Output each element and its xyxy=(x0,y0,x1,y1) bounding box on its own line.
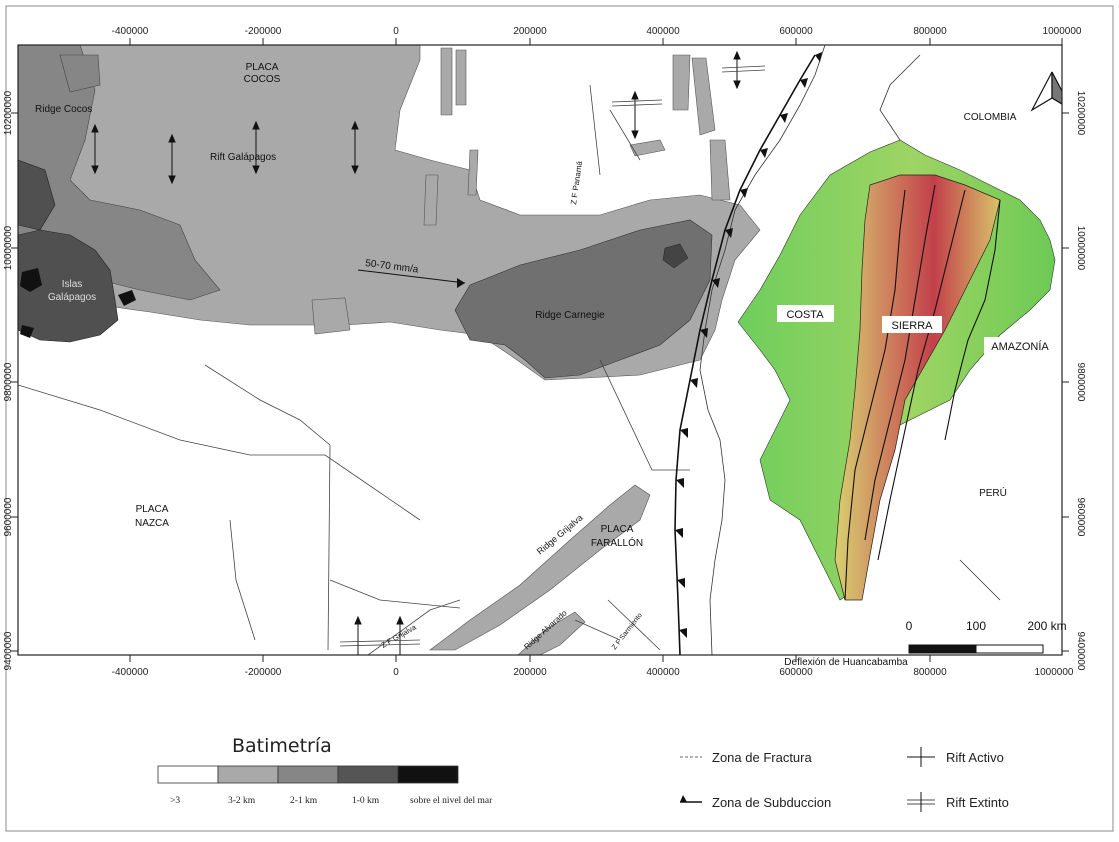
subduction-teeth xyxy=(675,52,822,638)
label-placa-farallon-1: PLACA xyxy=(601,524,634,535)
top-x-tick-label: -200000 xyxy=(245,26,282,37)
ridge-carnegie-region xyxy=(454,219,713,379)
batimetria-swatch xyxy=(157,765,219,784)
right-y-tick-label: 9600000 xyxy=(1075,498,1086,537)
left-y-tick-label: 9600000 xyxy=(3,497,14,536)
plate-velocity-arrow xyxy=(357,269,466,288)
left-y-tick-label: 10200000 xyxy=(3,90,14,135)
label-galapagos: Galápagos xyxy=(48,292,96,303)
batimetria-class-label: 3-2 km xyxy=(228,796,256,806)
legend-rift-extinto: Rift Extinto xyxy=(946,795,1009,810)
batimetria-class-label: sobre el nivel del mar xyxy=(410,796,493,806)
batimetria-class-label: >3 xyxy=(170,796,181,806)
scale-label-200: 200 km xyxy=(1027,619,1066,633)
label-amazonia: AMAZONÍA xyxy=(991,340,1049,353)
axis-ticks xyxy=(11,38,1069,662)
andes-sierra-region xyxy=(834,174,1001,601)
figure-border xyxy=(5,5,1114,832)
label-placa-cocos-2: COCOS xyxy=(244,74,281,85)
label-colombia: COLOMBIA xyxy=(964,112,1017,123)
label-peru: PERÚ xyxy=(979,486,1007,499)
label-placa-nazca-1: PLACA xyxy=(136,504,169,515)
bottom-x-tick-label: -200000 xyxy=(245,667,282,678)
legend-rift-activo: Rift Activo xyxy=(946,750,1004,765)
left-y-tick-label: 9400000 xyxy=(3,631,14,670)
label-rift-galapagos: Rift Galápagos xyxy=(210,152,276,163)
ridge-grijalva xyxy=(429,484,651,651)
map-area xyxy=(18,45,1062,655)
label-ridge-carnegie: Ridge Carnegie xyxy=(535,310,605,321)
label-placa-nazca-2: NAZCA xyxy=(135,518,169,529)
bottom-x-tick-label: 600000 xyxy=(779,667,813,678)
batimetria-legend-bar xyxy=(157,765,459,784)
legend-zona-fractura: Zona de Fractura xyxy=(712,750,812,765)
legend-symbols xyxy=(680,747,935,812)
left-y-axis-labels: 10200000 10000000 9800000 9600000 9400000 xyxy=(3,90,14,670)
right-y-axis-labels: 10200000 10000000 9800000 9600000 9400000 xyxy=(1075,91,1086,671)
scale-label-100: 100 xyxy=(966,619,986,633)
bottom-x-tick-label: 0 xyxy=(393,667,399,678)
label-sierra: SIERRA xyxy=(892,320,934,332)
rift-symbols xyxy=(91,50,741,655)
top-x-tick-label: 400000 xyxy=(646,26,680,37)
label-deflexion: Deflexión de Huancabamba xyxy=(784,657,908,668)
batimetria-swatch xyxy=(217,765,279,784)
batimetria-class-label: 2-1 km xyxy=(290,796,318,806)
top-x-tick-label: 1000000 xyxy=(1043,26,1082,37)
batimetria-swatch xyxy=(337,765,399,784)
label-placa-farallon-2: FARALLÓN xyxy=(591,536,643,549)
left-y-tick-label: 10000000 xyxy=(3,225,14,270)
scale-bar xyxy=(908,644,1044,654)
bottom-x-tick-label: 1000000 xyxy=(1035,667,1074,678)
right-y-tick-label: 10200000 xyxy=(1075,91,1086,136)
label-placa-cocos-1: PLACA xyxy=(246,62,279,73)
subduction-zone-line xyxy=(674,54,816,655)
label-islas: Islas xyxy=(62,279,83,290)
bottom-x-tick-label: 200000 xyxy=(513,667,547,678)
bottom-x-tick-label: -400000 xyxy=(112,667,149,678)
galapagos-islands xyxy=(20,268,42,292)
top-x-tick-label: 200000 xyxy=(513,26,547,37)
right-y-tick-label: 9400000 xyxy=(1075,632,1086,671)
right-y-tick-label: 10000000 xyxy=(1075,226,1086,271)
batimetria-swatch xyxy=(397,765,459,784)
top-x-tick-label: 800000 xyxy=(913,26,947,37)
north-arrow-icon xyxy=(1030,71,1062,112)
bathy-1-0km-region xyxy=(18,229,119,343)
top-x-tick-label: -400000 xyxy=(112,26,149,37)
top-x-tick-label: 0 xyxy=(393,26,399,37)
scale-label-0: 0 xyxy=(906,619,913,633)
bottom-x-tick-label: 400000 xyxy=(646,667,680,678)
batimetria-swatch xyxy=(277,765,339,784)
left-y-tick-label: 9800000 xyxy=(3,362,14,401)
legend-zona-subduccion: Zona de Subduccion xyxy=(712,795,832,810)
bottom-x-tick-label: 800000 xyxy=(913,667,947,678)
top-x-axis-labels: -400000 -200000 0 200000 400000 600000 800000 1… xyxy=(112,26,1082,37)
top-x-tick-label: 600000 xyxy=(779,26,813,37)
bottom-x-axis-labels: -400000 -200000 0 200000 400000 600000 800000 1… xyxy=(112,667,1074,678)
label-costa: COSTA xyxy=(786,309,824,321)
batimetria-class-label: 1-0 km xyxy=(352,796,380,806)
label-ridge-cocos: Ridge Cocos xyxy=(35,104,92,115)
fracture-zones xyxy=(18,84,690,655)
batimetria-title: Batimetría xyxy=(232,735,332,757)
right-y-tick-label: 9800000 xyxy=(1075,363,1086,402)
